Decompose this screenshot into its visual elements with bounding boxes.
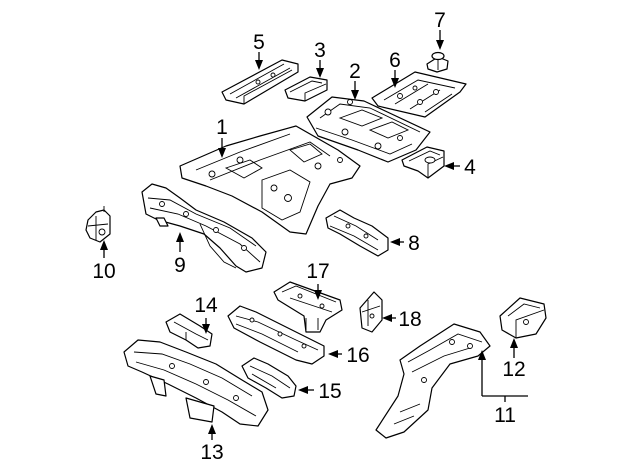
callout-9: 9	[174, 254, 186, 277]
callout-2: 2	[349, 60, 361, 83]
callout-1: 1	[216, 116, 228, 139]
callout-3: 3	[314, 39, 326, 62]
callout-labels: 1 2 3 4 5 6 7 8 9 10 11 12 13 14 15 16 1…	[92, 9, 525, 464]
callout-17: 17	[306, 260, 329, 283]
callout-13: 13	[200, 441, 223, 464]
part-13-rail	[123, 339, 269, 427]
part-16-crossmember	[227, 305, 325, 365]
part-6-panel	[371, 71, 467, 118]
callout-7: 7	[434, 9, 446, 32]
callout-14: 14	[194, 294, 218, 317]
part-17-crossmember	[273, 281, 343, 333]
part-11-side-rail	[375, 323, 491, 439]
part-10-bracket	[85, 206, 111, 243]
callout-18: 18	[398, 308, 421, 331]
callout-16: 16	[346, 344, 369, 367]
part-2-floor-pan	[306, 96, 431, 163]
part-3-bracket	[284, 76, 328, 102]
leader-lines	[100, 30, 528, 440]
callout-11: 11	[494, 404, 516, 427]
part-1-floor-pan	[179, 125, 361, 235]
part-14-bracket	[165, 313, 213, 349]
callout-12: 12	[502, 358, 525, 381]
callout-4: 4	[464, 156, 476, 179]
callout-10: 10	[92, 260, 115, 283]
part-12-bracket	[499, 297, 547, 339]
part-4-bracket	[401, 146, 445, 179]
part-5-rail	[221, 59, 299, 105]
part-9-crossmember	[141, 183, 267, 273]
callout-6: 6	[389, 49, 401, 72]
part-7-cap	[426, 51, 449, 73]
part-18-bracket	[359, 291, 383, 333]
part-8-rail	[325, 209, 389, 257]
callout-5: 5	[253, 31, 265, 54]
callout-15: 15	[318, 380, 341, 403]
callout-8: 8	[408, 232, 420, 255]
part-15-rail	[241, 357, 297, 399]
